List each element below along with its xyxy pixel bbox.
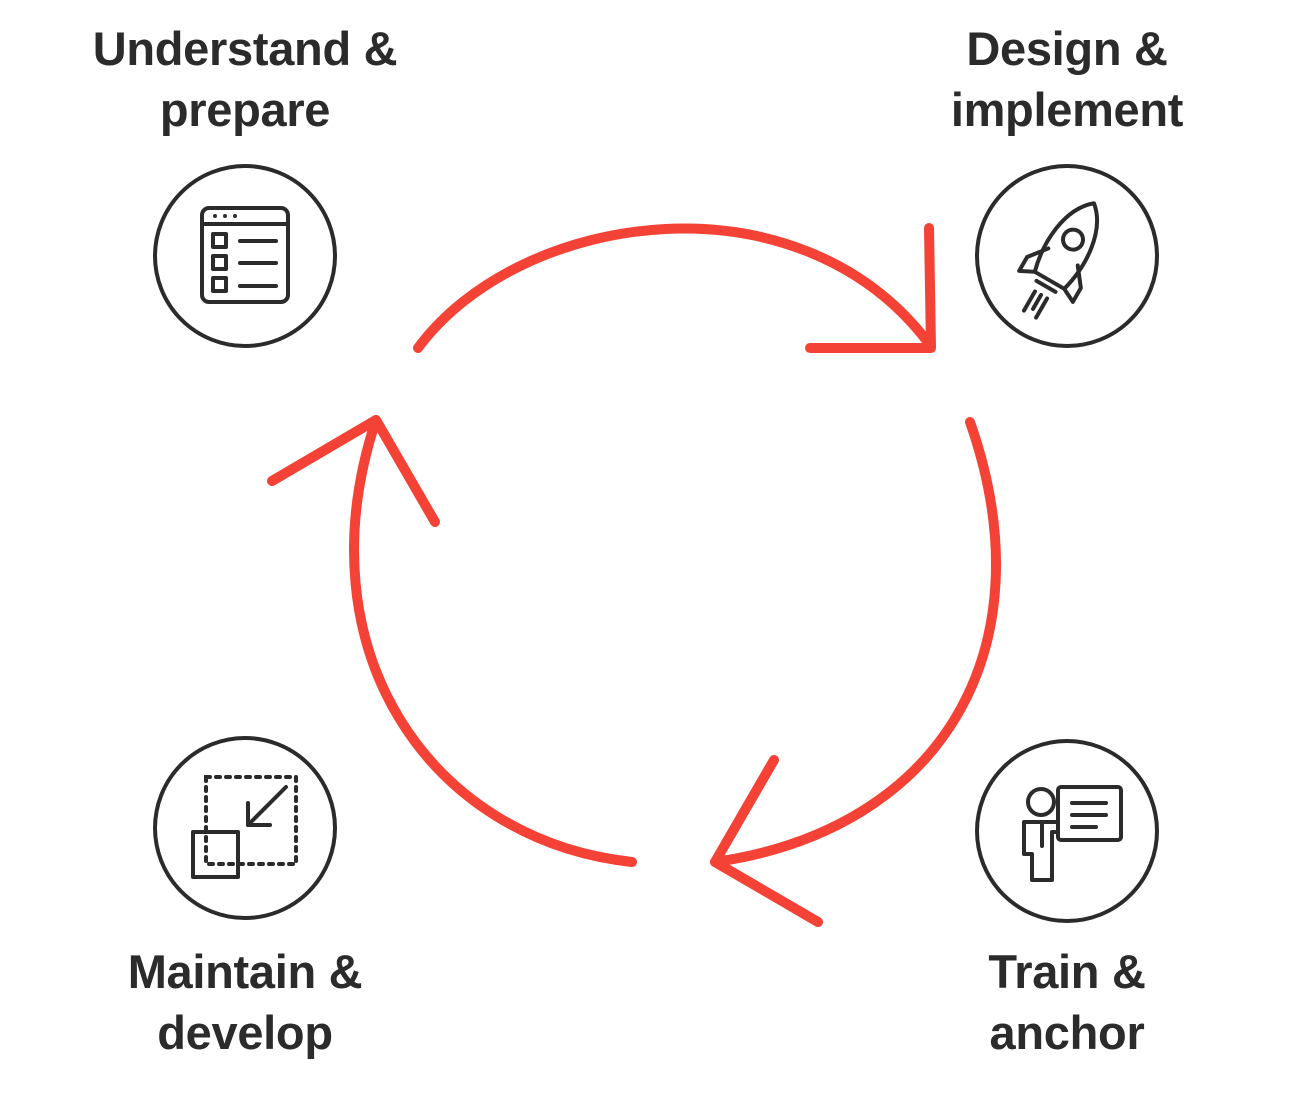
icon-node-design xyxy=(975,164,1159,348)
icon-node-maintain xyxy=(153,736,337,920)
arrow-top xyxy=(413,223,935,353)
stage-label-line: develop xyxy=(157,1006,333,1059)
arrow-left xyxy=(349,415,637,867)
stage-label-line: Train & xyxy=(988,945,1146,998)
stage-label-line: prepare xyxy=(159,83,331,136)
stage-label-line: Understand & xyxy=(92,22,398,75)
icon-circle xyxy=(975,164,1159,348)
icon-circle xyxy=(153,736,337,920)
icon-circle xyxy=(153,164,337,348)
stage-label-line: Maintain & xyxy=(127,945,363,998)
icon-node-understand xyxy=(153,164,337,348)
icon-node-train xyxy=(975,739,1159,923)
icon-circle xyxy=(975,739,1159,923)
cycle-arrows xyxy=(267,223,1002,927)
stage-label-maintain: Maintain & develop xyxy=(35,941,455,1063)
resize-shrink-icon xyxy=(191,775,298,879)
stage-label-understand: Understand & prepare xyxy=(35,18,455,140)
stage-label-line: Design & xyxy=(966,22,1168,75)
stage-label-design: Design & implement xyxy=(857,18,1277,140)
arrow-right-head xyxy=(710,755,823,927)
stage-label-line: implement xyxy=(950,83,1184,136)
checklist-window-icon xyxy=(200,206,290,304)
stage-label-train: Train & anchor xyxy=(857,941,1277,1063)
arrow-right xyxy=(710,417,1002,867)
arrow-left-head xyxy=(267,415,440,527)
arrow-top-head xyxy=(805,223,936,353)
stage-label-line: anchor xyxy=(989,1006,1145,1059)
presenter-board-icon xyxy=(1022,785,1123,882)
rocket-icon xyxy=(1017,201,1099,320)
